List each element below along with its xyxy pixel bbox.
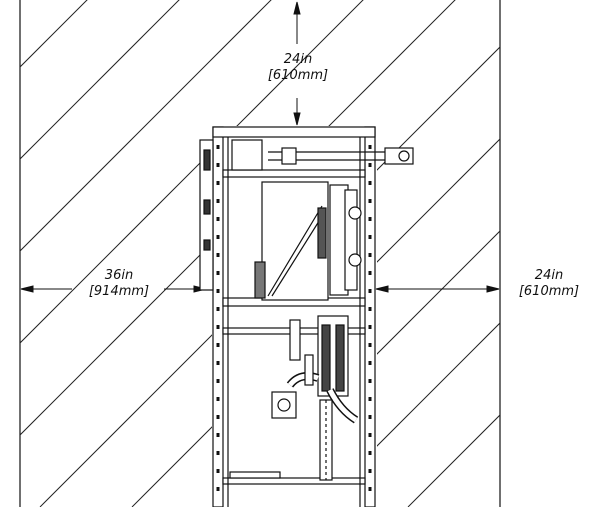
bolt-hole bbox=[216, 235, 220, 239]
top-clearance-imperial: 24in bbox=[283, 52, 313, 67]
bolt-hole bbox=[216, 343, 220, 347]
bolt-hole bbox=[368, 343, 372, 347]
bolt-hole bbox=[216, 487, 220, 491]
bolt-hole bbox=[368, 163, 372, 167]
left-clearance-metric: [914mm] bbox=[88, 284, 150, 299]
bolt-hole bbox=[216, 397, 220, 401]
bolt-hole bbox=[368, 379, 372, 383]
left-clearance-imperial: 36in bbox=[104, 268, 134, 283]
top-clearance-metric: [610mm] bbox=[267, 68, 329, 83]
bolt-hole bbox=[368, 397, 372, 401]
bolt-hole bbox=[216, 307, 220, 311]
bolt-hole bbox=[368, 217, 372, 221]
bolt-hole bbox=[216, 271, 220, 275]
bolt-hole bbox=[368, 271, 372, 275]
right-dimension-arrow bbox=[375, 285, 500, 293]
top-clearance-label: 24in [610mm] bbox=[258, 52, 338, 84]
bolt-hole bbox=[216, 379, 220, 383]
right-clearance-label: 24in [610mm] bbox=[504, 268, 594, 300]
right-clearance-imperial: 24in bbox=[534, 268, 564, 283]
top-dimension-arrow bbox=[293, 1, 301, 126]
hatch-line bbox=[592, 0, 607, 507]
hatch-line bbox=[20, 0, 272, 252]
bolt-hole bbox=[216, 289, 220, 293]
hatch-line bbox=[20, 0, 88, 68]
bolt-hole bbox=[216, 415, 220, 419]
bolt-hole bbox=[216, 199, 220, 203]
bolt-hole bbox=[368, 451, 372, 455]
bolt-hole bbox=[368, 235, 372, 239]
hatch-line bbox=[20, 0, 364, 344]
bolt-hole bbox=[368, 469, 372, 473]
bolt-hole bbox=[368, 433, 372, 437]
bolt-hole bbox=[368, 199, 372, 203]
frame-bolt-holes bbox=[216, 145, 372, 491]
bolt-hole bbox=[368, 289, 372, 293]
bolt-hole bbox=[368, 487, 372, 491]
bolt-hole bbox=[216, 145, 220, 149]
bolt-hole bbox=[368, 325, 372, 329]
clearance-zone-border bbox=[19, 0, 501, 507]
bolt-hole bbox=[368, 253, 372, 257]
bolt-hole bbox=[368, 361, 372, 365]
bolt-hole bbox=[216, 217, 220, 221]
hatch-line bbox=[407, 414, 500, 507]
bolt-hole bbox=[216, 433, 220, 437]
bolt-hole bbox=[216, 469, 220, 473]
hatch-line bbox=[315, 322, 500, 507]
bolt-hole bbox=[216, 361, 220, 365]
bolt-hole bbox=[216, 451, 220, 455]
bolt-hole bbox=[216, 181, 220, 185]
bolt-hole bbox=[368, 415, 372, 419]
hatch-line bbox=[499, 506, 500, 507]
equipment-unit bbox=[199, 126, 414, 507]
left-clearance-label: 36in [914mm] bbox=[76, 268, 162, 300]
bolt-hole bbox=[368, 181, 372, 185]
bolt-hole bbox=[216, 325, 220, 329]
right-clearance-metric: [610mm] bbox=[518, 284, 580, 299]
bolt-hole bbox=[368, 145, 372, 149]
bolt-hole bbox=[216, 163, 220, 167]
hatch-line bbox=[20, 0, 180, 160]
bolt-hole bbox=[368, 307, 372, 311]
bolt-hole bbox=[216, 253, 220, 257]
